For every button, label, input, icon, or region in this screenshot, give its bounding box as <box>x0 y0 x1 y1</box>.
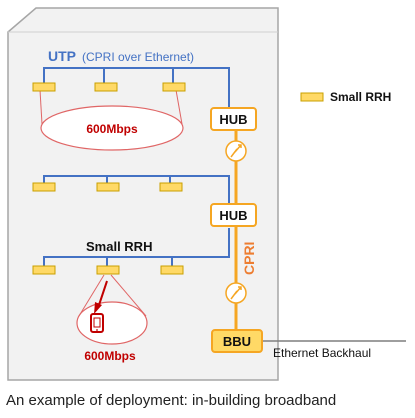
wireless-link-icon <box>225 282 247 304</box>
small-rrh-icon <box>160 265 184 275</box>
diagram-caption: An example of deployment: in-building br… <box>6 392 337 409</box>
rate-label-bottom: 600Mbps <box>84 349 136 363</box>
coverage-ray-right-top <box>175 89 183 125</box>
small-rrh-label: Small RRH <box>86 239 152 254</box>
coverage-ray-left-top <box>39 89 43 125</box>
hub-label-mid: HUB <box>219 208 247 223</box>
small-rrh-icon <box>32 182 56 192</box>
building-outline <box>7 7 279 381</box>
utp-network <box>43 67 230 267</box>
small-rrh-icon <box>94 82 118 92</box>
hub-box-mid <box>210 203 257 227</box>
utp-sublabel: (CPRI over Ethernet) <box>82 50 194 64</box>
signal-arrow <box>94 280 108 314</box>
utp-bus-bottom <box>43 228 230 267</box>
coverage-ellipse-bottom <box>76 301 148 345</box>
wireless-link-icon <box>225 140 247 162</box>
bbu-label: BBU <box>223 334 251 349</box>
hub-box-top <box>210 107 257 131</box>
utp-bus-top <box>43 67 230 110</box>
utp-label: UTP <box>48 48 76 64</box>
rate-label-top: 600Mbps <box>86 122 138 136</box>
bbu-box <box>211 329 263 353</box>
smartphone-icon <box>90 313 104 333</box>
utp-bus-mid <box>43 175 230 204</box>
legend-rrh-swatch <box>300 92 324 102</box>
small-rrh-icon <box>96 182 120 192</box>
small-rrh-icon <box>159 182 183 192</box>
coverage-ray-left-bottom <box>78 274 105 317</box>
legend-label: Small RRH <box>330 90 391 104</box>
small-rrh-icon <box>32 265 56 275</box>
small-rrh-icon <box>96 265 120 275</box>
cpri-label: CPRI <box>241 242 257 275</box>
small-rrh-group <box>32 82 186 275</box>
coverage-ray-right-bottom <box>110 274 147 317</box>
small-rrh-icon <box>32 82 56 92</box>
small-rrh-icon <box>162 82 186 92</box>
ethernet-backhaul-label: Ethernet Backhaul <box>273 346 371 360</box>
coverage-ellipse-top <box>40 105 184 151</box>
hub-label-top: HUB <box>219 112 247 127</box>
